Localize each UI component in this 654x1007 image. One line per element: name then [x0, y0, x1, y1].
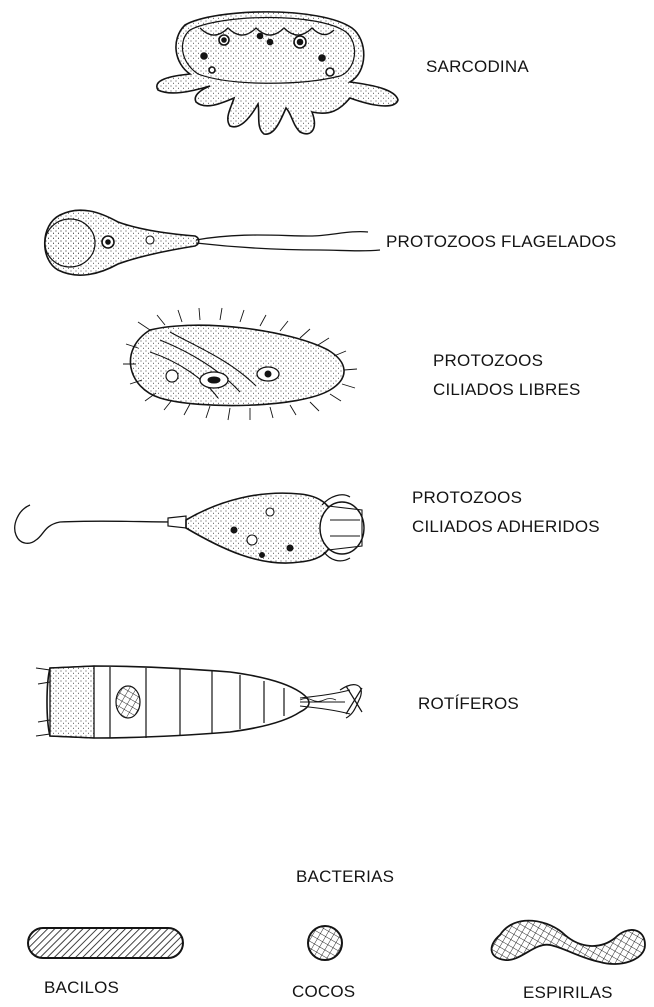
ciliados-libres-illustration: [123, 308, 357, 420]
label-ciliados-adheridos-line2: CILIADOS ADHERIDOS: [412, 517, 600, 537]
label-bacilos: BACILOS: [44, 978, 119, 998]
label-bacterias: BACTERIAS: [296, 867, 394, 887]
cocos-illustration: [308, 926, 342, 960]
flagelados-illustration: [45, 210, 380, 275]
label-cocos: COCOS: [292, 982, 355, 1002]
espirilas-illustration: [492, 921, 645, 964]
label-rotiferos: ROTÍFEROS: [418, 694, 519, 714]
label-sarcodina: SARCODINA: [426, 57, 529, 77]
rotiferos-illustration: [36, 666, 362, 738]
ciliados-adheridos-illustration: [15, 493, 364, 563]
label-flagelados: PROTOZOOS FLAGELADOS: [386, 232, 616, 252]
sarcodina-illustration: [157, 12, 398, 134]
label-ciliados-libres-line1: PROTOZOOS: [433, 351, 543, 371]
label-espirilas: ESPIRILAS: [523, 983, 613, 1003]
bacilos-illustration: [28, 928, 183, 958]
label-ciliados-libres-line2: CILIADOS LIBRES: [433, 380, 581, 400]
label-ciliados-adheridos-line1: PROTOZOOS: [412, 488, 522, 508]
